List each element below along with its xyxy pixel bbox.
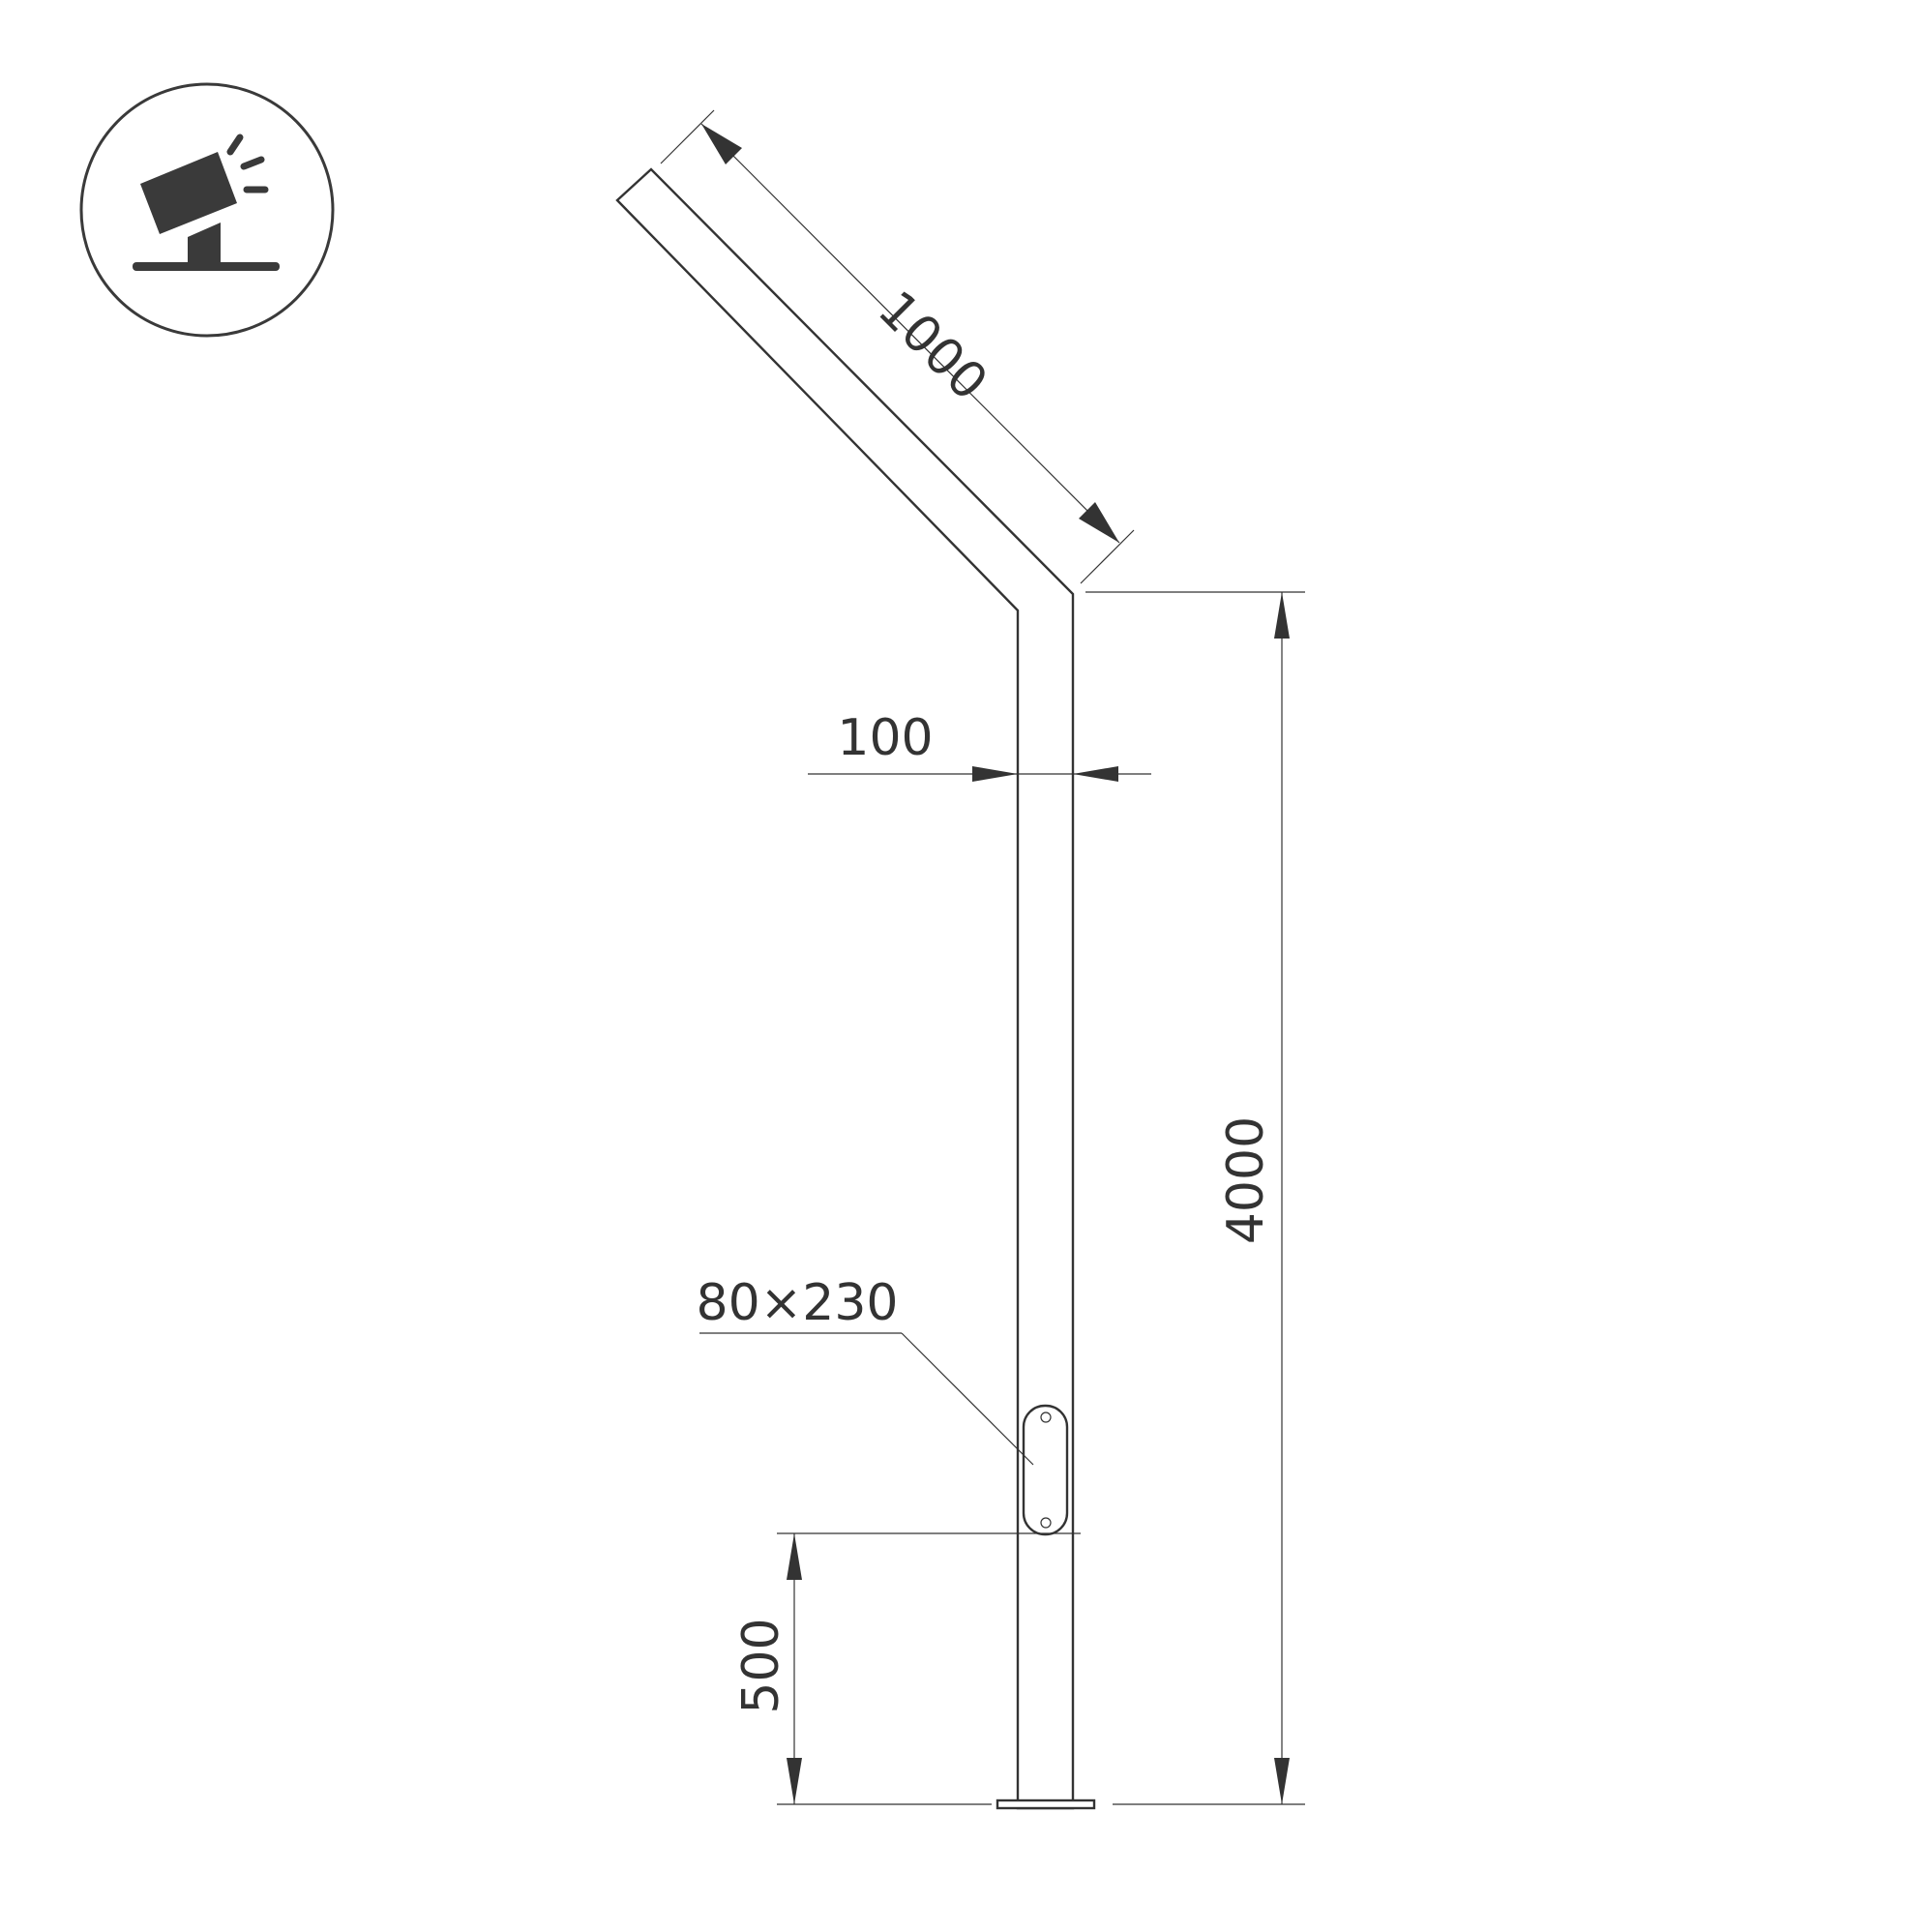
floodlight-pole-mount-icon bbox=[79, 82, 335, 338]
hatch-size-callout: 80×230 bbox=[697, 1274, 1034, 1466]
service-hatch bbox=[1022, 1404, 1069, 1536]
hatch-height-label: 500 bbox=[732, 1618, 790, 1713]
hatch-height-dimension: 500 bbox=[732, 1532, 1081, 1805]
pole-diameter-dimension: 100 bbox=[808, 709, 1151, 782]
pole-outline bbox=[615, 167, 1096, 1810]
hatch-size-label: 80×230 bbox=[697, 1274, 899, 1332]
arm-length-label: 1000 bbox=[867, 281, 998, 412]
pole-diameter-label: 100 bbox=[837, 709, 933, 767]
total-height-label: 4000 bbox=[1217, 1116, 1275, 1244]
total-height-dimension: 4000 bbox=[1085, 591, 1305, 1805]
arm-length-dimension: 1000 bbox=[660, 109, 1135, 584]
